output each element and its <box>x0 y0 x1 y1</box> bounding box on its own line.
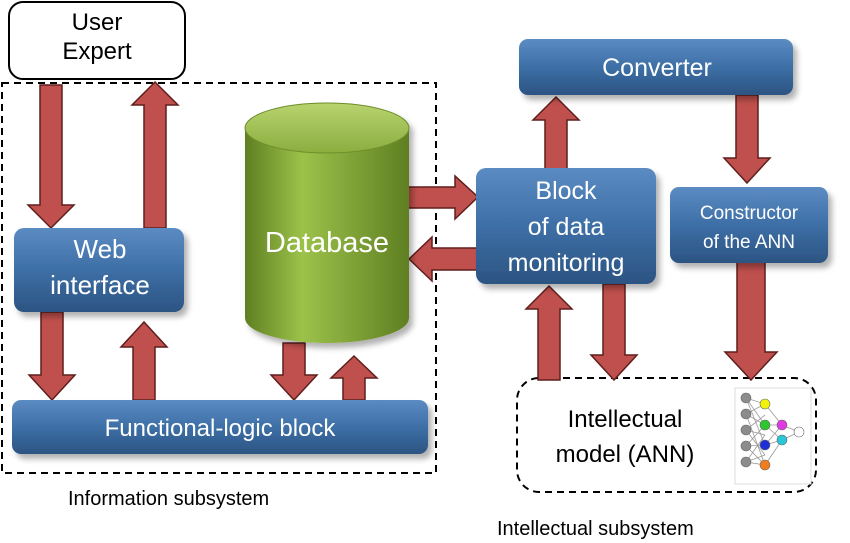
database-label: Database <box>265 227 389 259</box>
user-expert-box <box>8 1 186 80</box>
data-monitoring-block <box>476 168 656 284</box>
intellectual-subsystem-caption: Intellectual subsystem <box>497 518 694 540</box>
converter-block <box>519 39 793 95</box>
arrow-user-to-web <box>26 84 76 230</box>
functional-logic-block <box>12 400 428 454</box>
arrows <box>26 80 779 402</box>
arrow-model-to-block <box>524 284 574 381</box>
arrow-database-to-functional <box>269 342 319 402</box>
ann-constructor-block <box>670 187 828 263</box>
web-interface-label-line1: Web <box>74 234 127 264</box>
arrow-converter-to-constructor <box>722 94 772 185</box>
arrow-block-to-converter <box>531 95 581 171</box>
arrow-database-to-block <box>407 174 480 221</box>
data-monitoring-label-line1: Block <box>535 177 597 205</box>
arrow-functional-to-web <box>119 320 169 401</box>
arrow-constructor-to-model <box>723 261 779 382</box>
intellectual-model-label-line2: model (ANN) <box>556 441 695 468</box>
neural-network-icon <box>734 387 812 485</box>
web-interface-label-line2: interface <box>50 270 150 300</box>
expert-label: Expert <box>62 38 132 65</box>
arrow-functional-to-database <box>329 354 379 401</box>
ann-constructor-label-line2: of the ANN <box>703 232 795 253</box>
converter-label: Converter <box>602 54 712 82</box>
arrow-web-to-functional <box>27 311 77 402</box>
web-interface-block <box>14 228 184 312</box>
ann-constructor-label-line1: Constructor <box>700 203 799 224</box>
functional-logic-label: Functional-logic block <box>105 415 337 442</box>
arrow-block-to-database <box>407 235 479 283</box>
database-cylinder <box>244 102 410 343</box>
data-monitoring-label-line2: of data <box>528 213 605 241</box>
information-subsystem-frame <box>1 82 437 474</box>
arrow-web-to-user <box>130 80 180 229</box>
data-monitoring-label-line3: monitoring <box>508 249 625 277</box>
intellectual-model-label-line1: Intellectual <box>568 406 683 433</box>
user-label: User <box>72 9 123 36</box>
information-subsystem-caption: Information subsystem <box>68 488 269 510</box>
arrow-block-to-model <box>589 283 639 382</box>
